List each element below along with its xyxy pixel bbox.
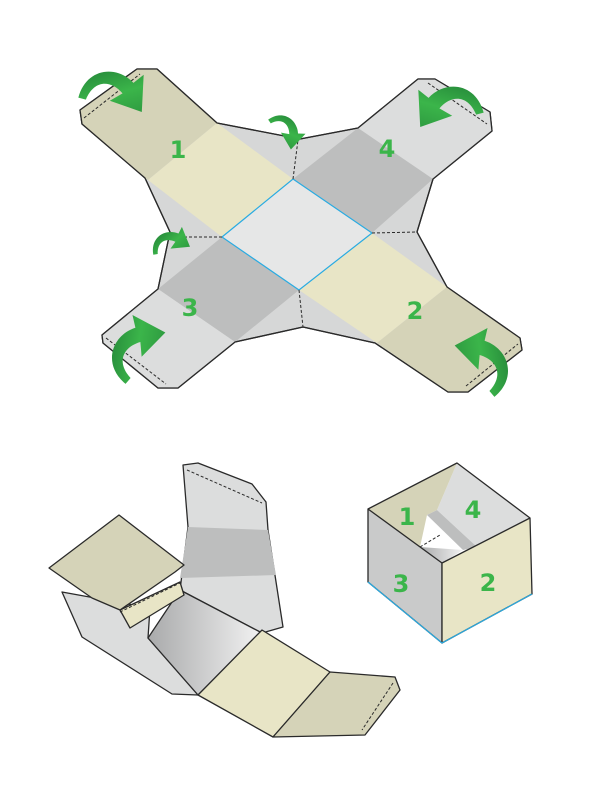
box-label-3: 3 <box>393 570 410 598</box>
flap-1-tip <box>80 69 217 180</box>
assembled-box: 1 2 3 4 <box>367 462 533 644</box>
box-net: 1 2 3 4 <box>78 59 525 397</box>
flap-2-tip <box>377 287 522 392</box>
flap-3-tip <box>102 289 235 388</box>
net-label-4: 4 <box>379 135 396 163</box>
net-label-3: 3 <box>182 294 199 322</box>
box-label-4: 4 <box>465 496 482 524</box>
net-label-2: 2 <box>407 297 424 325</box>
panel-4 <box>293 128 433 233</box>
box-label-1: 1 <box>399 503 416 531</box>
panel-2 <box>299 233 447 343</box>
panel-3 <box>158 237 299 342</box>
net-label-1: 1 <box>170 136 187 164</box>
partially-folded-box <box>48 462 401 738</box>
box-label-2: 2 <box>480 569 497 597</box>
